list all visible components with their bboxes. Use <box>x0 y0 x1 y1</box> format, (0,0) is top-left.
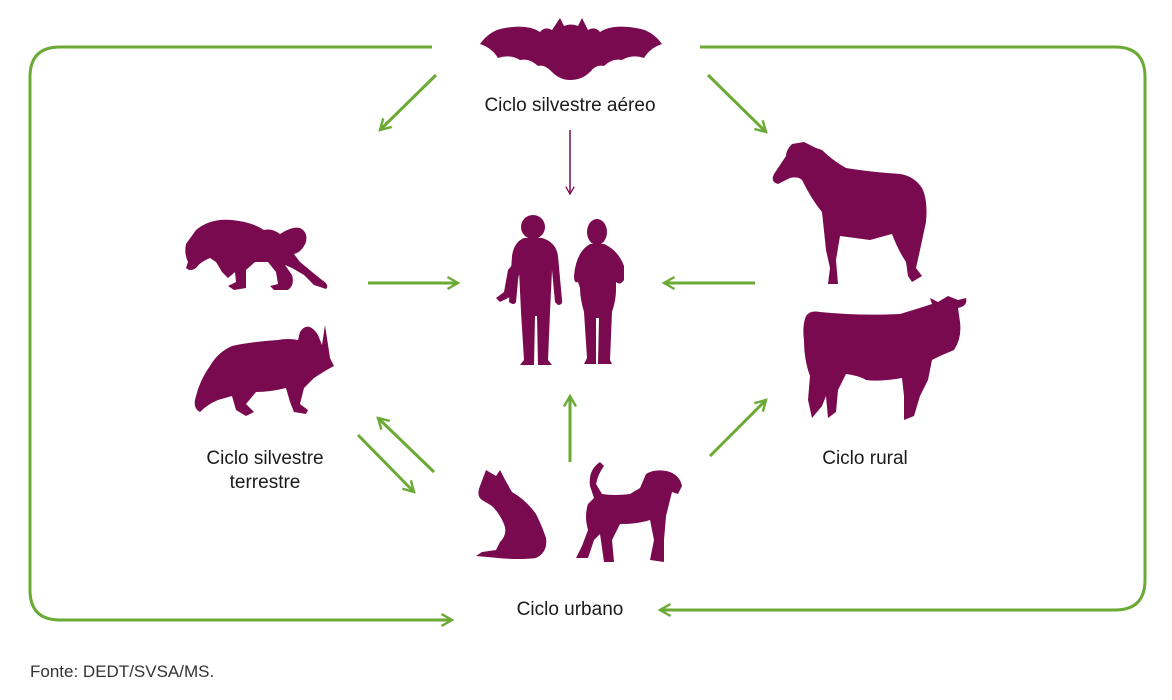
loop-left-arrow <box>28 45 455 628</box>
label-terrestre-line1: Ciclo silvestre <box>206 448 324 469</box>
outer-loop <box>28 45 1147 628</box>
arrow-urbano-to-rural <box>708 398 768 458</box>
horse-icon <box>772 142 927 284</box>
label-terrestre-line2: terrestre <box>229 472 301 493</box>
source-note: Fonte: DEDT/SVSA/MS. <box>30 662 215 681</box>
label-ciclo-rural: Ciclo rural <box>822 448 908 469</box>
humans-icon <box>496 215 624 365</box>
bat-icon <box>480 18 662 80</box>
monkey-icon <box>185 219 328 290</box>
label-ciclo-urbano: Ciclo urbano <box>516 599 624 620</box>
dog-icon <box>576 462 682 562</box>
arrow-terrestre-to-urbano <box>356 433 416 494</box>
arrow-bat-to-rural <box>706 73 768 134</box>
label-ciclo-silvestre-terrestre: Ciclo silvestre terrestre <box>170 447 360 495</box>
arrow-bat-to-terrestre <box>378 73 438 132</box>
cow-icon <box>803 296 967 420</box>
fox-icon <box>194 325 334 416</box>
loop-right-arrow <box>657 45 1147 618</box>
green-arrows <box>356 73 768 494</box>
label-ciclo-silvestre-aereo: Ciclo silvestre aéreo <box>484 95 656 116</box>
arrow-urbano-to-terrestre <box>376 416 436 474</box>
cat-icon <box>476 470 547 559</box>
